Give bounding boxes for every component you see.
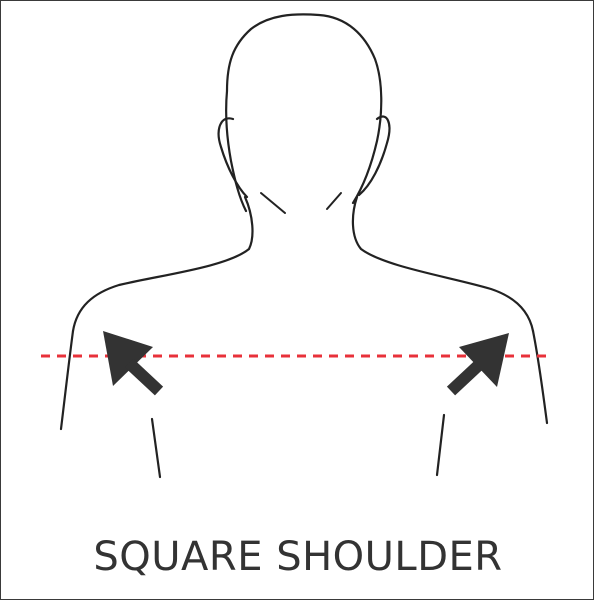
diagram-caption: SQUARE SHOULDER [93, 534, 503, 580]
left-ear [217, 117, 249, 199]
right-arm-outer [531, 329, 549, 425]
right-ear [357, 115, 391, 197]
right-neck-shoulder [351, 195, 535, 333]
arrow-up-right-icon [446, 333, 509, 396]
left-arm-outer [59, 329, 75, 431]
left-neck-shoulder [71, 195, 254, 333]
arrow-up-left-icon [103, 331, 164, 396]
neck-tick-left [260, 192, 286, 214]
right-arm-inner [435, 413, 446, 477]
neck-tick-right [326, 192, 342, 210]
head-outline [225, 13, 383, 213]
left-arm-inner [150, 417, 162, 479]
